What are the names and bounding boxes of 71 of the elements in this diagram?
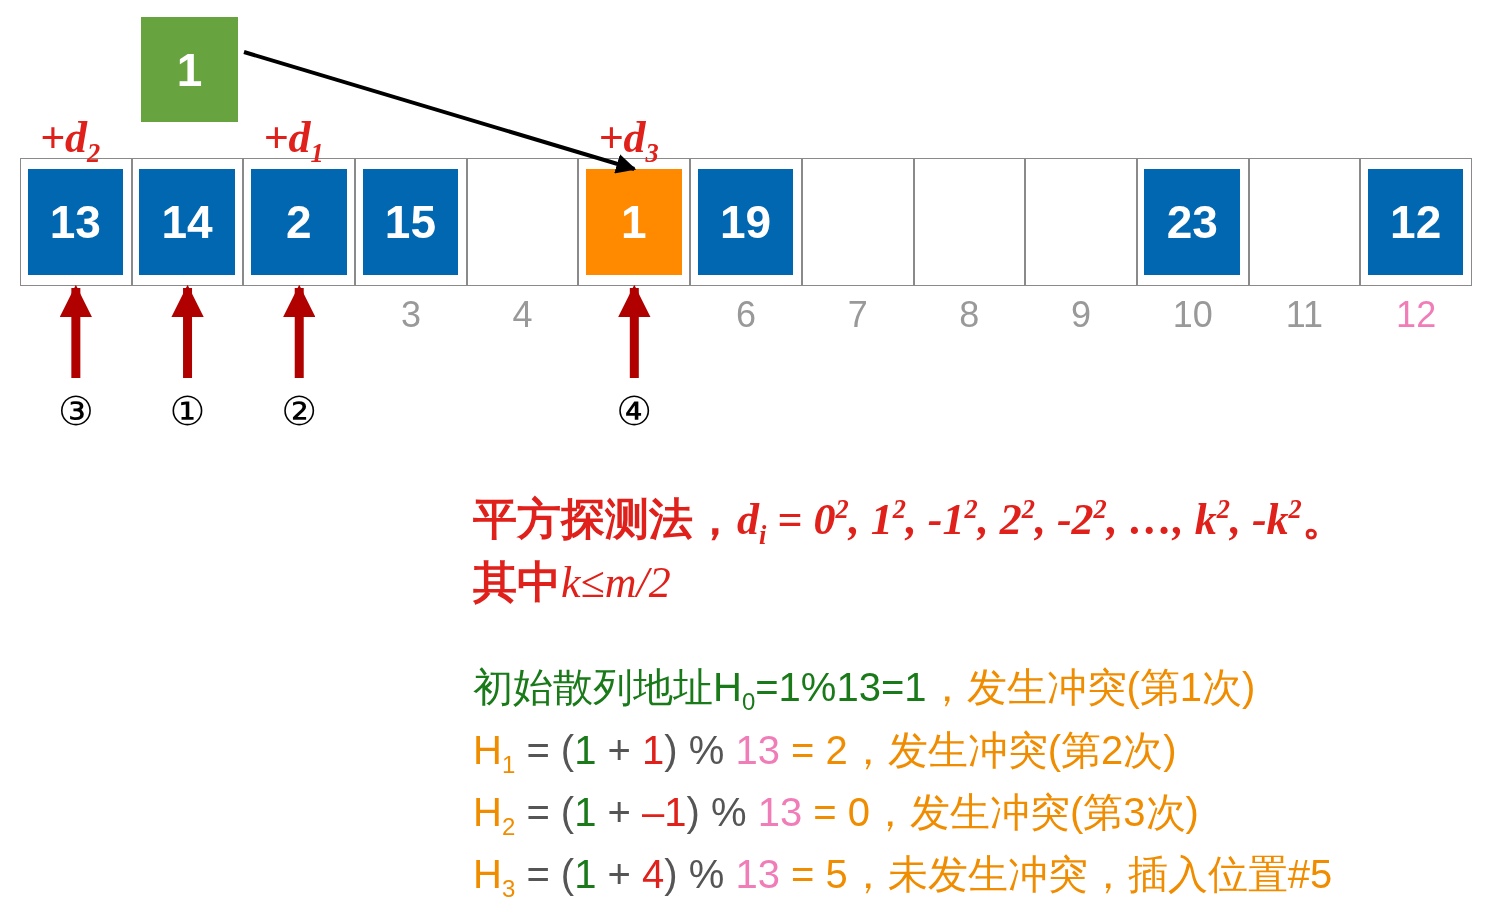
array-cell [690,158,802,286]
explanation-text: + [607,790,631,834]
explanation-text: = 2，发生冲突(第2次) [791,728,1177,772]
explanation-text: 1 [574,852,597,896]
index-number: 7 [846,294,869,336]
value-box: 12 [1367,168,1464,275]
explanation-text: 其中 [473,558,561,607]
explanation-text: ) % [686,790,747,834]
explanation-text: 初始散列地址H$_{0}$=1%13=1 [473,665,927,709]
index-number: 10 [1171,294,1214,336]
array-cell [913,158,1026,286]
explanation-text: 13 [735,728,780,772]
array-cell [1360,158,1472,286]
index-number: 3 [399,294,422,336]
explanation-text: = 0，发生冲突(第3次) [813,790,1199,834]
explanation-text: 1 [574,728,597,772]
index-number: 11 [1284,294,1325,336]
explanation-text: 13 [757,790,803,834]
array-cell [466,158,579,286]
explanation-text: 平方探测法， [473,495,737,544]
value-box: 23 [1144,168,1241,275]
explanation-text: ) % [664,852,725,896]
value-box: 14 [139,168,235,275]
explanation-text: H$_{3}$ [473,852,516,896]
callout-number: ① [157,388,218,434]
index-number: 4 [511,294,534,336]
arrow [283,284,316,378]
explanation-text: + [607,728,631,772]
explanation-text: = ( [526,728,575,772]
arrow [171,284,204,378]
callout-number: ③ [45,388,106,434]
explanation-text: 13 [735,852,780,896]
callout-number: ④ [604,388,665,434]
explanation-text: 。 [1301,495,1346,544]
explanation-text: 1 [642,728,665,772]
value-box: 1 [585,168,682,275]
callout-number: ② [269,388,330,434]
explanation-text: ) % [664,728,725,772]
explanation-text: = 5，未发生冲突，插入位置#5 [791,852,1333,896]
explanation-text: d$_{i}$ = 0$^{2}$, 1$^{2}$, -1$^{2}$, 2$^{2}$, -2$^{2}$, …, k$^{2}$, -k$^{2}$ [737,495,1302,544]
value-box: 1 [141,17,238,122]
array-cell [355,158,467,286]
index-number: 8 [958,294,981,336]
offset-label: +d$_{1}$ [263,112,324,169]
explanation-text: ，发生冲突(第1次) [926,665,1256,709]
value-box: 2 [250,168,347,275]
explanation-text: 4 [642,852,665,896]
array-cell [131,158,244,286]
explanation-text: H$_{2}$ [473,790,516,834]
index-number: 9 [1070,294,1093,336]
offset-label: +d$_{2}$ [40,112,101,169]
arrow [618,284,651,378]
arrow [59,284,93,378]
index-number: 6 [735,294,757,336]
explanation-text: = ( [526,852,575,896]
value-box: 15 [362,168,459,275]
array-cell [1248,158,1361,286]
explanation-text: = ( [526,790,575,834]
value-box: 13 [27,168,124,275]
arrow [243,50,637,174]
explanation-text: + [607,852,631,896]
array-cell [1136,158,1249,286]
array-cell [1025,158,1137,286]
explanation-text: –1 [642,790,687,834]
explanation-text: 1 [574,790,597,834]
offset-label: +d$_{3}$ [598,112,659,169]
explanation-text: H$_{1}$ [473,728,516,772]
value-box: 19 [697,168,794,275]
array-cell [801,158,914,286]
index-number: 12 [1395,294,1438,336]
explanation-text: k≤m/2 [561,558,671,607]
